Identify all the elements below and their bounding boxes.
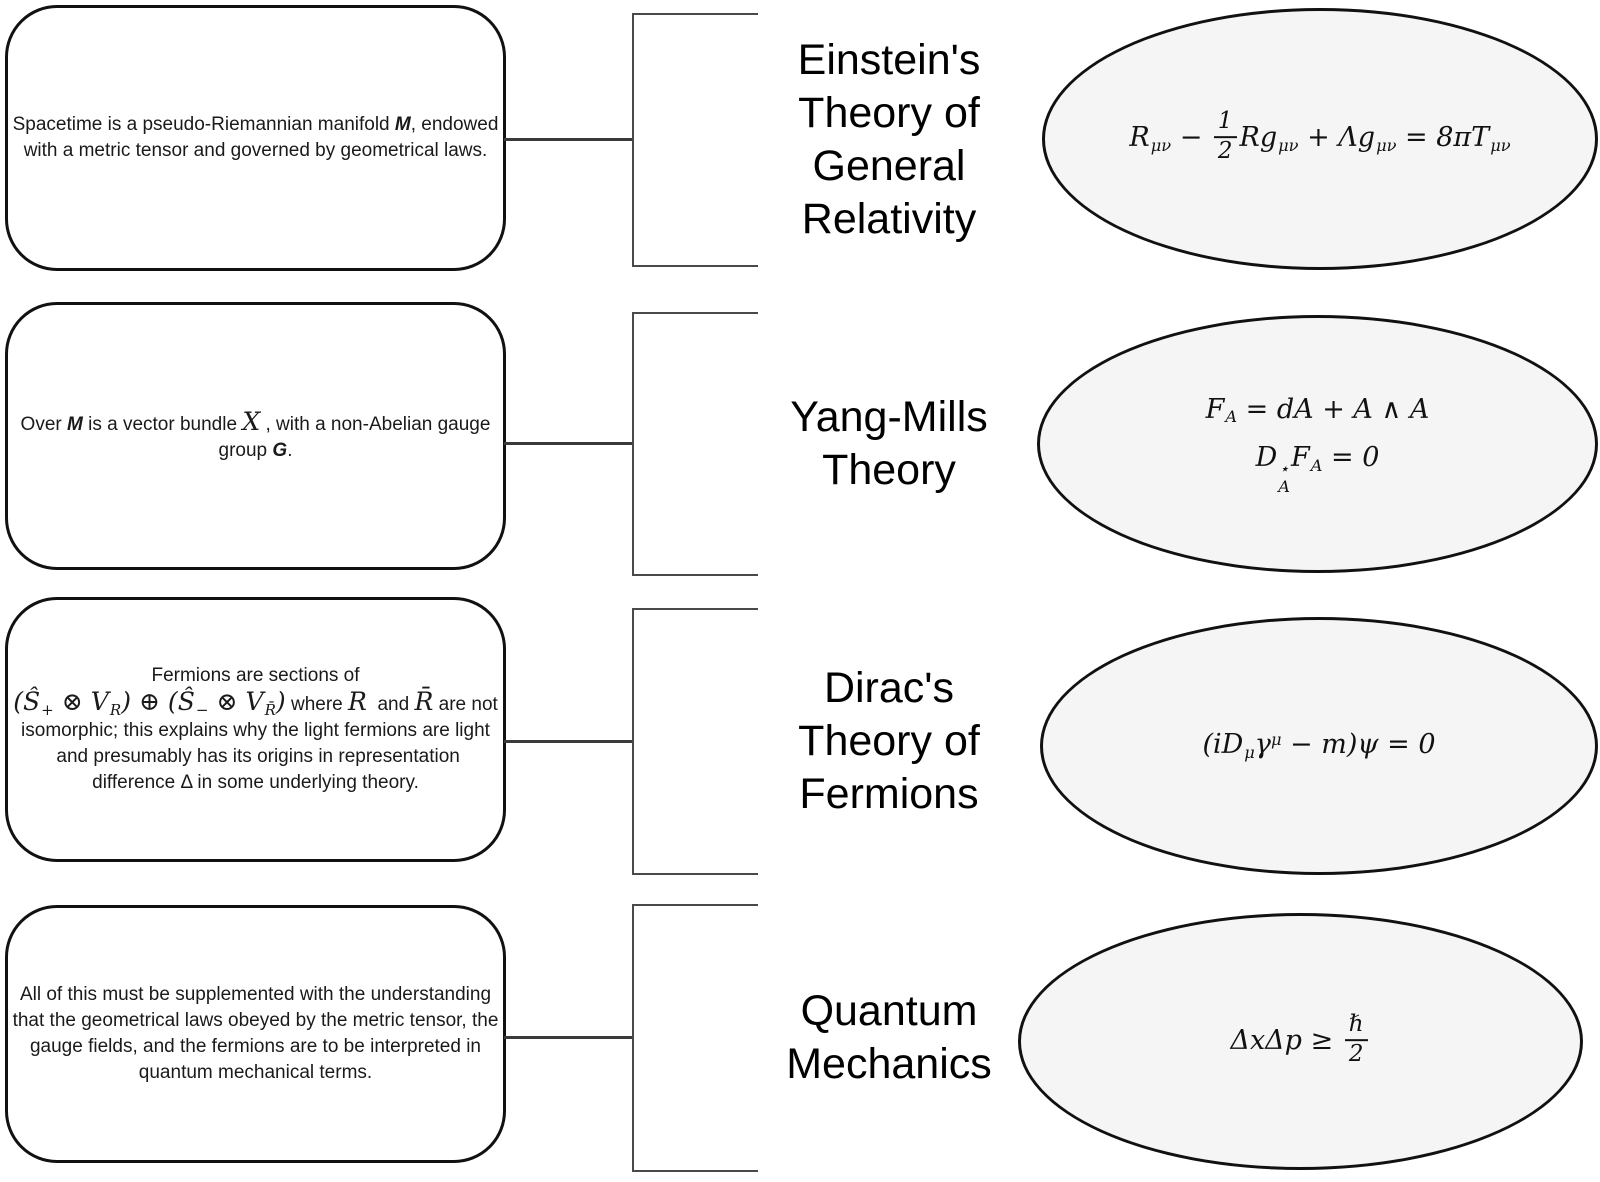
theory-title-general-relativity: Einstein's Theory of General Relativity bbox=[797, 36, 981, 243]
concept-text-dirac-fermions: Fermions are sections of(Ŝ+ ⊗ VR) ⊕ (Ŝ− … bbox=[13, 665, 498, 793]
bracket-general-relativity bbox=[632, 13, 758, 267]
concept-box-quantum-mechanics: All of this must be supplemented with th… bbox=[5, 905, 506, 1163]
yang-mills-curvature-equation: FA = dA + A ∧ A bbox=[1205, 393, 1430, 427]
connector-line-quantum-mechanics bbox=[504, 1036, 633, 1039]
concept-text-quantum-mechanics: All of this must be supplemented with th… bbox=[12, 984, 499, 1083]
concept-box-dirac-fermions: Fermions are sections of(Ŝ+ ⊗ VR) ⊕ (Ŝ− … bbox=[5, 597, 506, 862]
concept-text-yang-mills: Over M is a vector bundle X , with a non… bbox=[20, 406, 491, 461]
bracket-quantum-mechanics bbox=[632, 904, 758, 1172]
theory-title-dirac-fermions: Dirac's Theory of Fermions bbox=[798, 664, 980, 818]
theory-title-quantum-mechanics: Quantum Mechanics bbox=[786, 987, 992, 1088]
concept-box-general-relativity: Spacetime is a pseudo-Riemannian manifol… bbox=[5, 5, 506, 271]
bracket-dirac-fermions bbox=[632, 608, 758, 875]
concept-box-yang-mills: Over M is a vector bundle X , with a non… bbox=[5, 302, 506, 570]
connector-line-yang-mills bbox=[504, 442, 633, 445]
bracket-yang-mills bbox=[632, 312, 758, 576]
equation-ellipse-dirac-fermions: (iDμγμ − m)ψ = 0 bbox=[1040, 617, 1598, 875]
concept-text-general-relativity: Spacetime is a pseudo-Riemannian manifol… bbox=[12, 114, 499, 161]
connector-line-general-relativity bbox=[504, 138, 633, 141]
connector-line-dirac-fermions bbox=[504, 740, 633, 743]
dirac-equation: (iDμγμ − m)ψ = 0 bbox=[1202, 729, 1436, 763]
theory-title-yang-mills: Yang-Mills Theory bbox=[790, 393, 988, 494]
